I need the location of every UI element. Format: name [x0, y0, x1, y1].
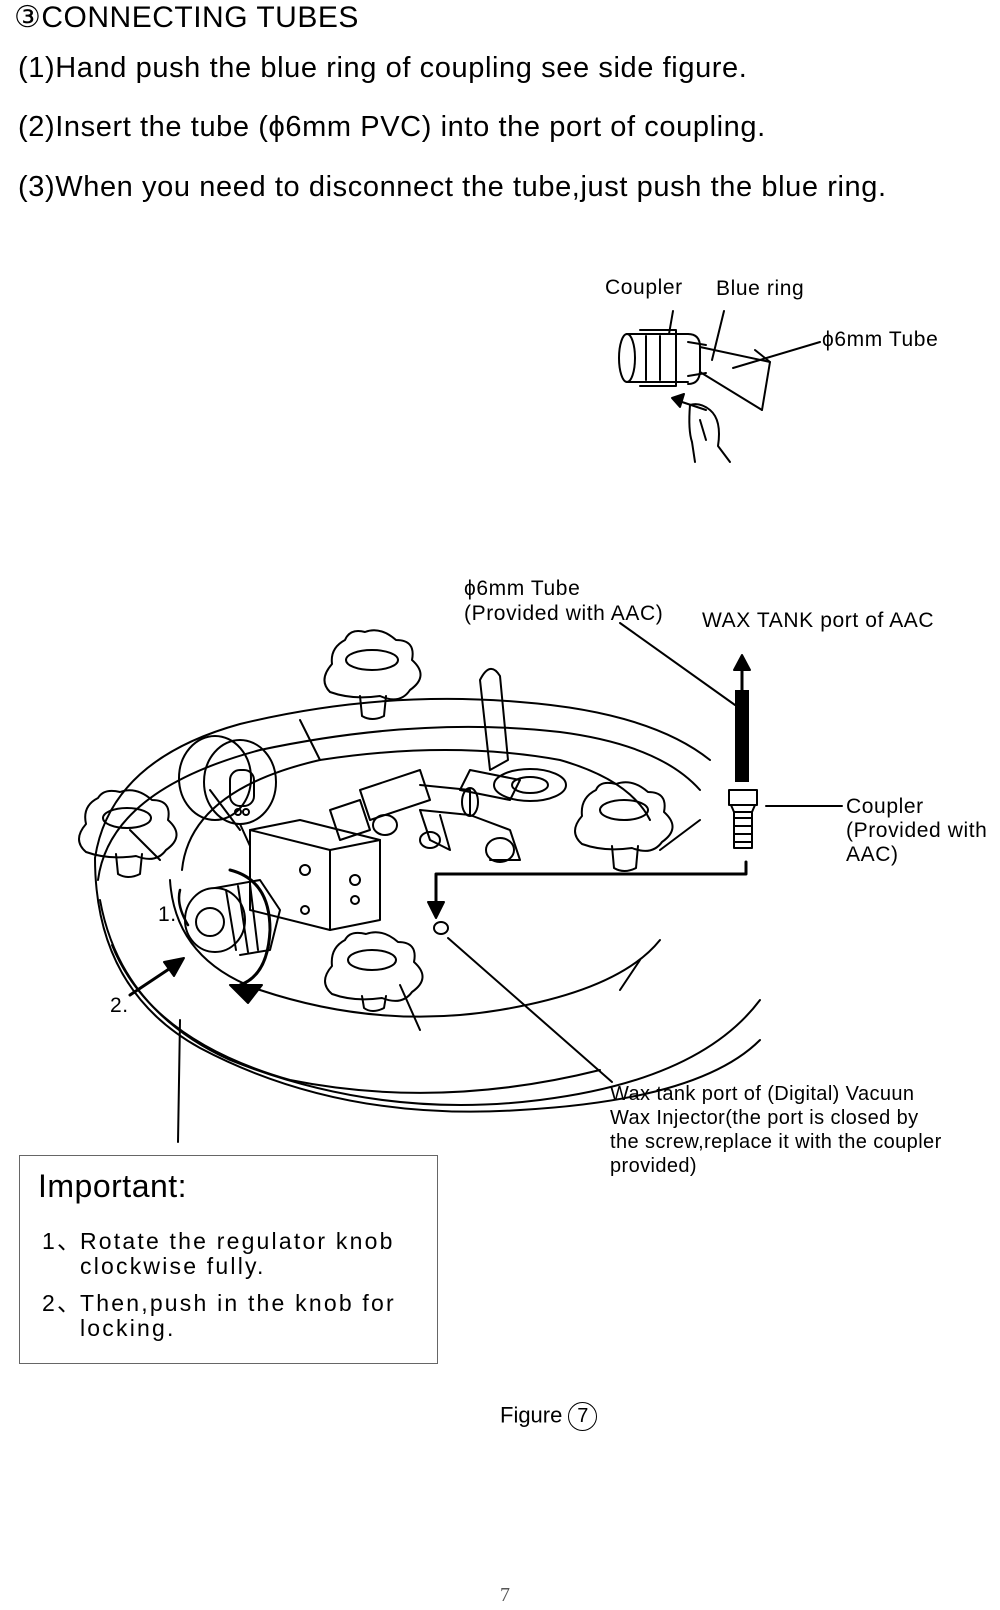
- valve-handle: [459, 668, 567, 802]
- star-knob-right: [574, 781, 674, 872]
- regulator-knob: [184, 868, 281, 1004]
- arrows-and-leaders: [128, 622, 843, 1143]
- step-2: (2)Insert the tube (ϕ6mm PVC) into the p…: [18, 111, 766, 143]
- label-coupler: Coupler: [605, 276, 683, 299]
- marker-1: 1.: [158, 903, 177, 926]
- figure-number: 7: [568, 1402, 598, 1431]
- important-item-2: 2、Then,push in the knob for: [42, 1290, 396, 1316]
- label-tube-provided: ϕ6mm Tube (Provided with AAC): [464, 577, 664, 625]
- label-wax-tank-port-aac: WAX TANK port of AAC: [702, 609, 935, 632]
- important-item-1: 1、Rotate the regulator knob: [42, 1228, 395, 1254]
- star-knob-left: [78, 789, 178, 878]
- star-knob-top: [323, 629, 422, 720]
- step-3: (3)When you need to disconnect the tube,…: [18, 171, 887, 203]
- pressure-gauge: [178, 735, 277, 847]
- important-title: Important:: [38, 1168, 188, 1204]
- base-plate-drawing: [94, 697, 761, 1113]
- coupler-detail-drawing: [618, 310, 821, 463]
- star-knob-bottom: [324, 931, 424, 1012]
- label-tube-small: ϕ6mm Tube: [822, 328, 939, 351]
- label-wax-tank-injector: Wax tank port of (Digital) Vacuun Wax In…: [610, 1083, 942, 1177]
- important-item-1-cont: clockwise fully.: [80, 1253, 266, 1279]
- marker-2: 2.: [110, 994, 129, 1017]
- important-note-box: Important: 1、Rotate the regulator knob c…: [19, 1155, 438, 1364]
- section-heading: ③CONNECTING TUBES: [14, 1, 359, 34]
- label-coupler-provided: Coupler (Provided with AAC): [846, 795, 988, 866]
- label-blue-ring: Blue ring: [716, 277, 805, 300]
- step-1: (1)Hand push the blue ring of coupling s…: [18, 52, 748, 84]
- important-item-2-cont: locking.: [80, 1315, 176, 1341]
- page-number: 7: [500, 1584, 510, 1606]
